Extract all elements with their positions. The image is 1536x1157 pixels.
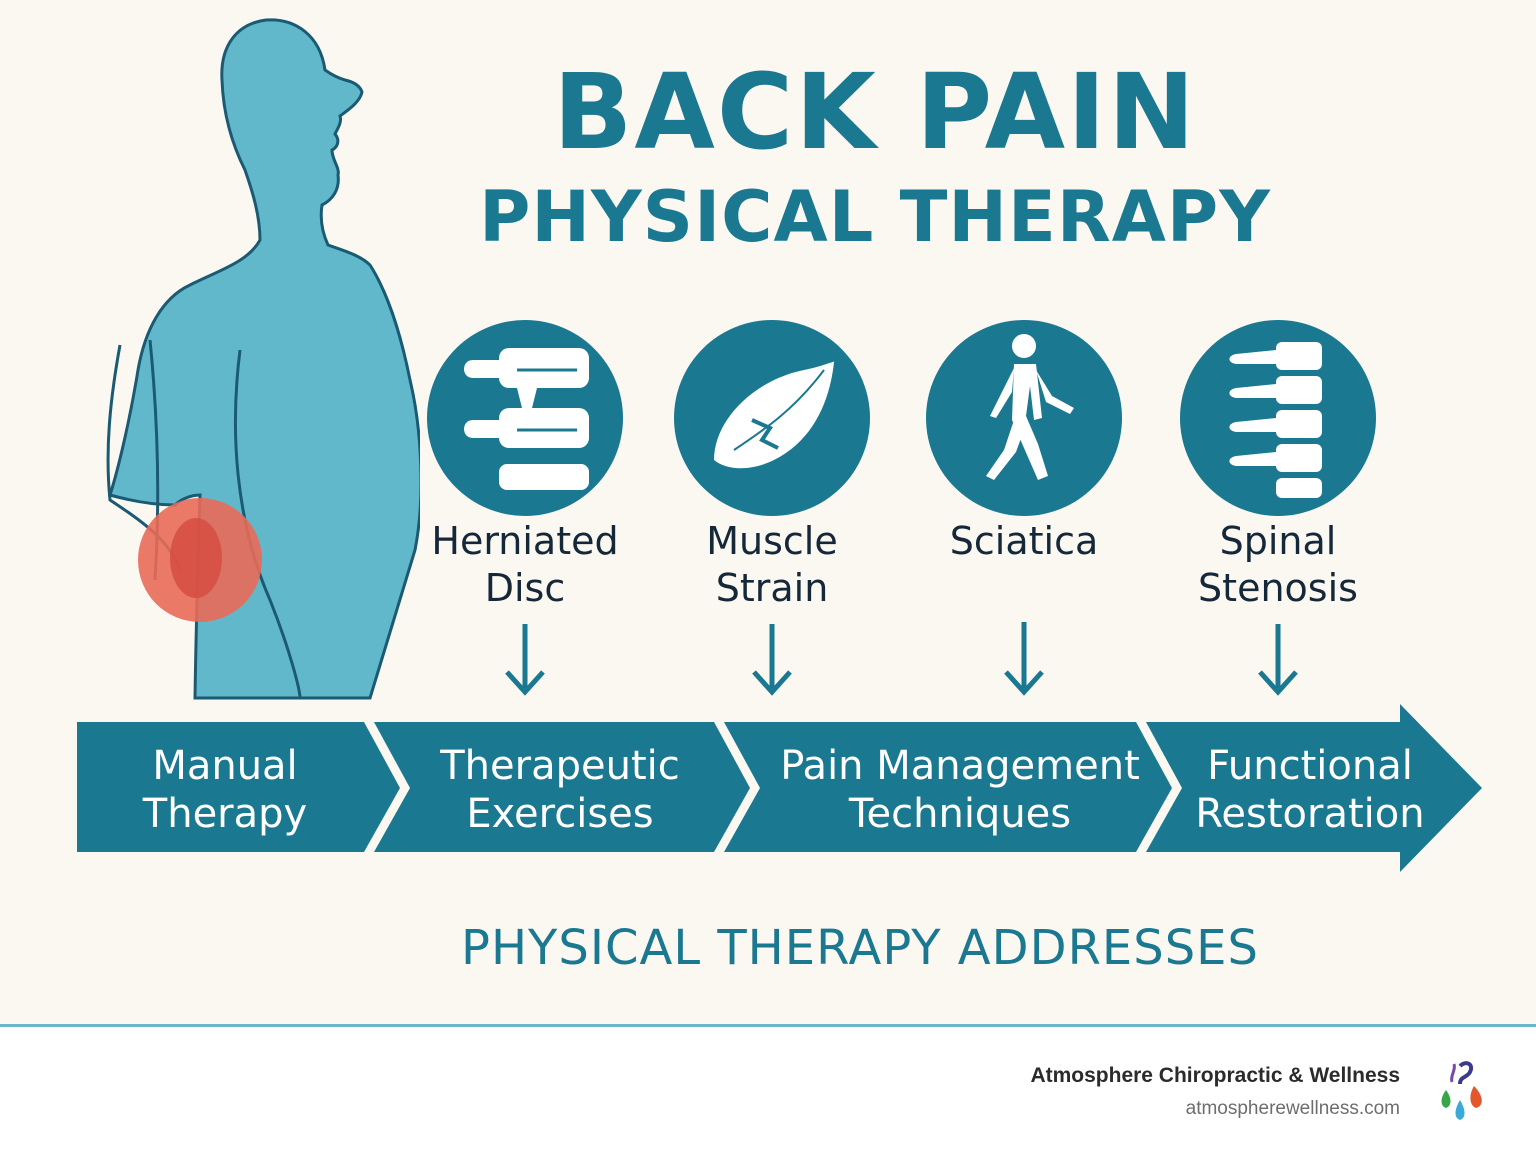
stage-label-manual-therapy: Manual Therapy [142,743,308,837]
stage-segment-3 [724,722,1172,852]
down-arrow-icon [505,624,545,696]
down-arrow-icon [1258,624,1298,696]
pain-area-inner [170,518,222,598]
condition-label-sciatica: Sciatica [949,519,1099,563]
brand-logo-icon [1441,1061,1482,1120]
condition-label-spinal-stenosis: Spinal Stenosis [1198,519,1358,610]
stage-segment-4 [1146,704,1482,872]
stage-label-pain-management: Pain Management Techniques [780,743,1140,837]
down-arrow-icon [1004,622,1044,696]
stage-label-therapeutic-exercises: Therapeutic Exercises [440,743,680,837]
herniated-disc-icon [427,320,623,516]
page-subtitle: PHYSICAL THERAPY [479,176,1271,258]
stage-label-functional-restoration: Functional Restoration [1195,743,1425,837]
human-back-figure [106,18,420,700]
condition-label-herniated-disc: Herniated Disc [431,519,619,610]
human-silhouette [108,18,420,700]
brand-name: Atmosphere Chiropractic & Wellness [1030,1064,1400,1087]
stage-segment-1 [77,722,400,852]
walking-person-icon [926,320,1122,516]
section-caption: PHYSICAL THERAPY ADDRESSES [461,920,1259,976]
page-title: BACK PAIN [553,51,1197,173]
stage-segment-2 [374,722,750,852]
spine-icon [1180,320,1376,516]
down-arrow-icon [752,624,792,696]
footer-bar [0,1024,1536,1157]
muscle-strain-icon [674,320,870,516]
brand-url: atmospherewellness.com [1185,1098,1400,1119]
condition-label-muscle-strain: Muscle Strain [706,519,838,610]
therapy-stages-arrow [77,704,1482,872]
